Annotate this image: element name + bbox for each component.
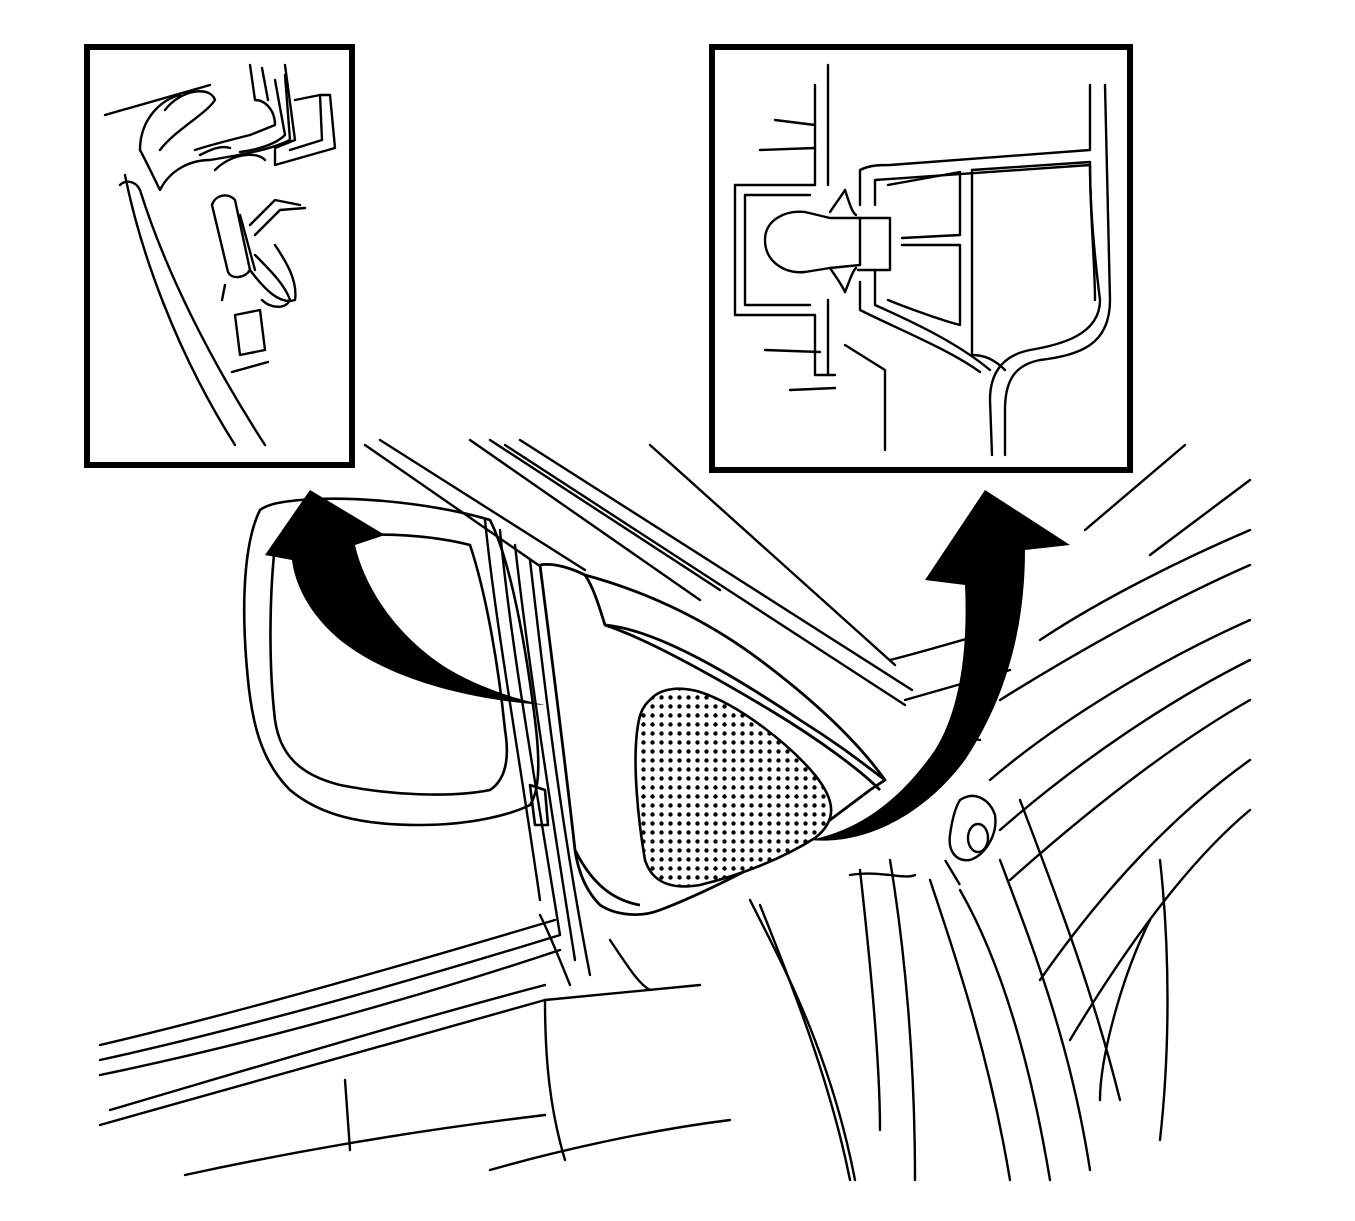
door-frame [98,438,1252,1182]
removal-arrow-left [265,490,545,705]
speaker-grille [634,687,833,888]
side-mirror [242,497,550,827]
detail-inset-clip [84,44,355,468]
detail-inset-push-pin [709,44,1133,473]
push-pin-fastener [943,794,997,886]
removal-arrow-right [810,490,1070,841]
